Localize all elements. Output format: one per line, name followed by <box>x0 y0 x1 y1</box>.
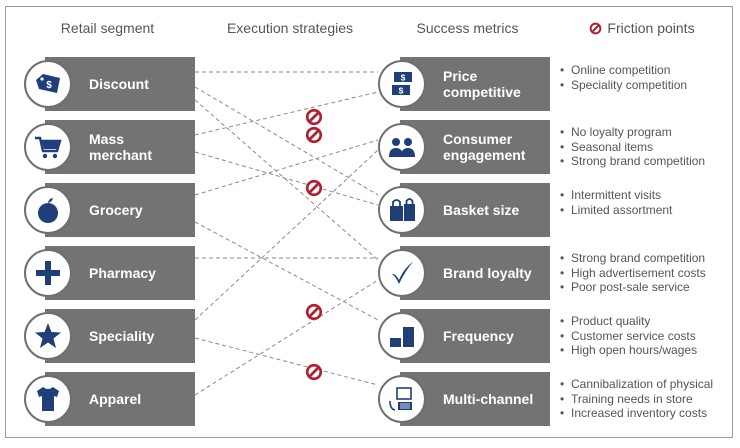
link-apparel-loyalty <box>194 279 379 396</box>
segment-label: Apparel <box>89 391 142 407</box>
friction-item: Poor post-sale service <box>560 280 706 295</box>
friction-list-engagement: No loyalty program Seasonal items Strong… <box>560 125 705 169</box>
friction-item: Intermittent visits <box>560 188 672 203</box>
svg-text:$: $ <box>46 80 52 91</box>
metric-label: Brand loyalty <box>443 265 532 281</box>
svg-text:$: $ <box>401 73 406 83</box>
link-mass-price <box>194 91 379 136</box>
friction-item: High advertisement costs <box>560 266 706 281</box>
people-icon <box>378 123 426 171</box>
friction-marker-icon <box>305 363 323 381</box>
link-speciality-engagement <box>194 149 379 321</box>
metric-label: Basket size <box>443 202 520 218</box>
diagram-frame <box>5 6 733 438</box>
link-discount-basket <box>194 86 379 196</box>
segment-apparel: Apparel <box>45 372 195 426</box>
bar-steps-icon <box>378 312 426 360</box>
link-discount-loyalty <box>194 99 379 261</box>
metric-label: Multi-channel <box>443 391 534 407</box>
price-tag-icon: $ <box>24 60 72 108</box>
friction-item: Online competition <box>560 63 687 78</box>
friction-item: Customer service costs <box>560 329 697 344</box>
friction-list-multichannel: Cannibalization of physical Training nee… <box>560 377 713 421</box>
friction-symbol-icon <box>589 22 602 35</box>
friction-marker-icon <box>305 303 323 321</box>
metric-basket-size: Basket size <box>400 183 550 237</box>
metric-label: Consumer engagement <box>443 131 526 163</box>
friction-list-price: Online competition Speciality competitio… <box>560 63 687 92</box>
dollar-bills-icon: $$ <box>378 60 426 108</box>
link-speciality-multichannel <box>194 337 379 386</box>
shirt-icon <box>24 375 72 423</box>
friction-item: Speciality competition <box>560 78 687 93</box>
friction-marker-icon <box>305 108 323 126</box>
friction-list-frequency: Product quality Customer service costs H… <box>560 314 697 358</box>
friction-item: Product quality <box>560 314 697 329</box>
shopping-bags-icon <box>378 186 426 234</box>
segment-label: Speciality <box>89 328 155 344</box>
friction-marker-icon <box>305 126 323 144</box>
checkmark-icon <box>378 249 426 297</box>
friction-item: Cannibalization of physical <box>560 377 713 392</box>
cross-icon <box>24 249 72 297</box>
link-mass-basket <box>194 151 379 206</box>
metric-multi-channel: Multi-channel <box>400 372 550 426</box>
friction-item: Training needs in store <box>560 392 713 407</box>
devices-icon <box>378 375 426 423</box>
friction-item: Limited assortment <box>560 203 672 218</box>
metric-frequency: Frequency <box>400 309 550 363</box>
friction-item: Seasonal items <box>560 140 705 155</box>
shopping-cart-icon <box>24 123 72 171</box>
friction-item: Increased inventory costs <box>560 406 713 421</box>
metric-label: Frequency <box>443 328 514 344</box>
friction-marker-icon <box>305 179 323 197</box>
segment-mass-merchant: Mass merchant <box>45 120 195 174</box>
header-retail-segment: Retail segment <box>60 20 155 36</box>
metric-label: Price competitive <box>443 68 521 100</box>
apple-icon <box>24 186 72 234</box>
friction-item: No loyalty program <box>560 125 705 140</box>
friction-item: Strong brand competition <box>560 251 706 266</box>
star-icon <box>24 312 72 360</box>
header-success-metrics: Success metrics <box>416 20 519 36</box>
segment-label: Pharmacy <box>89 265 156 281</box>
header-friction-points: Friction points <box>572 20 712 36</box>
friction-item: High open hours/wages <box>560 343 697 358</box>
header-execution-strategies: Execution strategies <box>226 20 354 36</box>
friction-list-loyalty: Strong brand competition High advertisem… <box>560 251 706 295</box>
segment-label: Mass merchant <box>89 131 153 163</box>
link-grocery-frequency <box>194 221 379 321</box>
header-friction-label: Friction points <box>607 20 695 36</box>
friction-list-basket: Intermittent visits Limited assortment <box>560 188 672 217</box>
segment-label: Discount <box>89 76 149 92</box>
link-grocery-engagement <box>194 139 379 196</box>
friction-item: Strong brand competition <box>560 154 705 169</box>
svg-text:$: $ <box>399 86 404 96</box>
segment-label: Grocery <box>89 202 143 218</box>
